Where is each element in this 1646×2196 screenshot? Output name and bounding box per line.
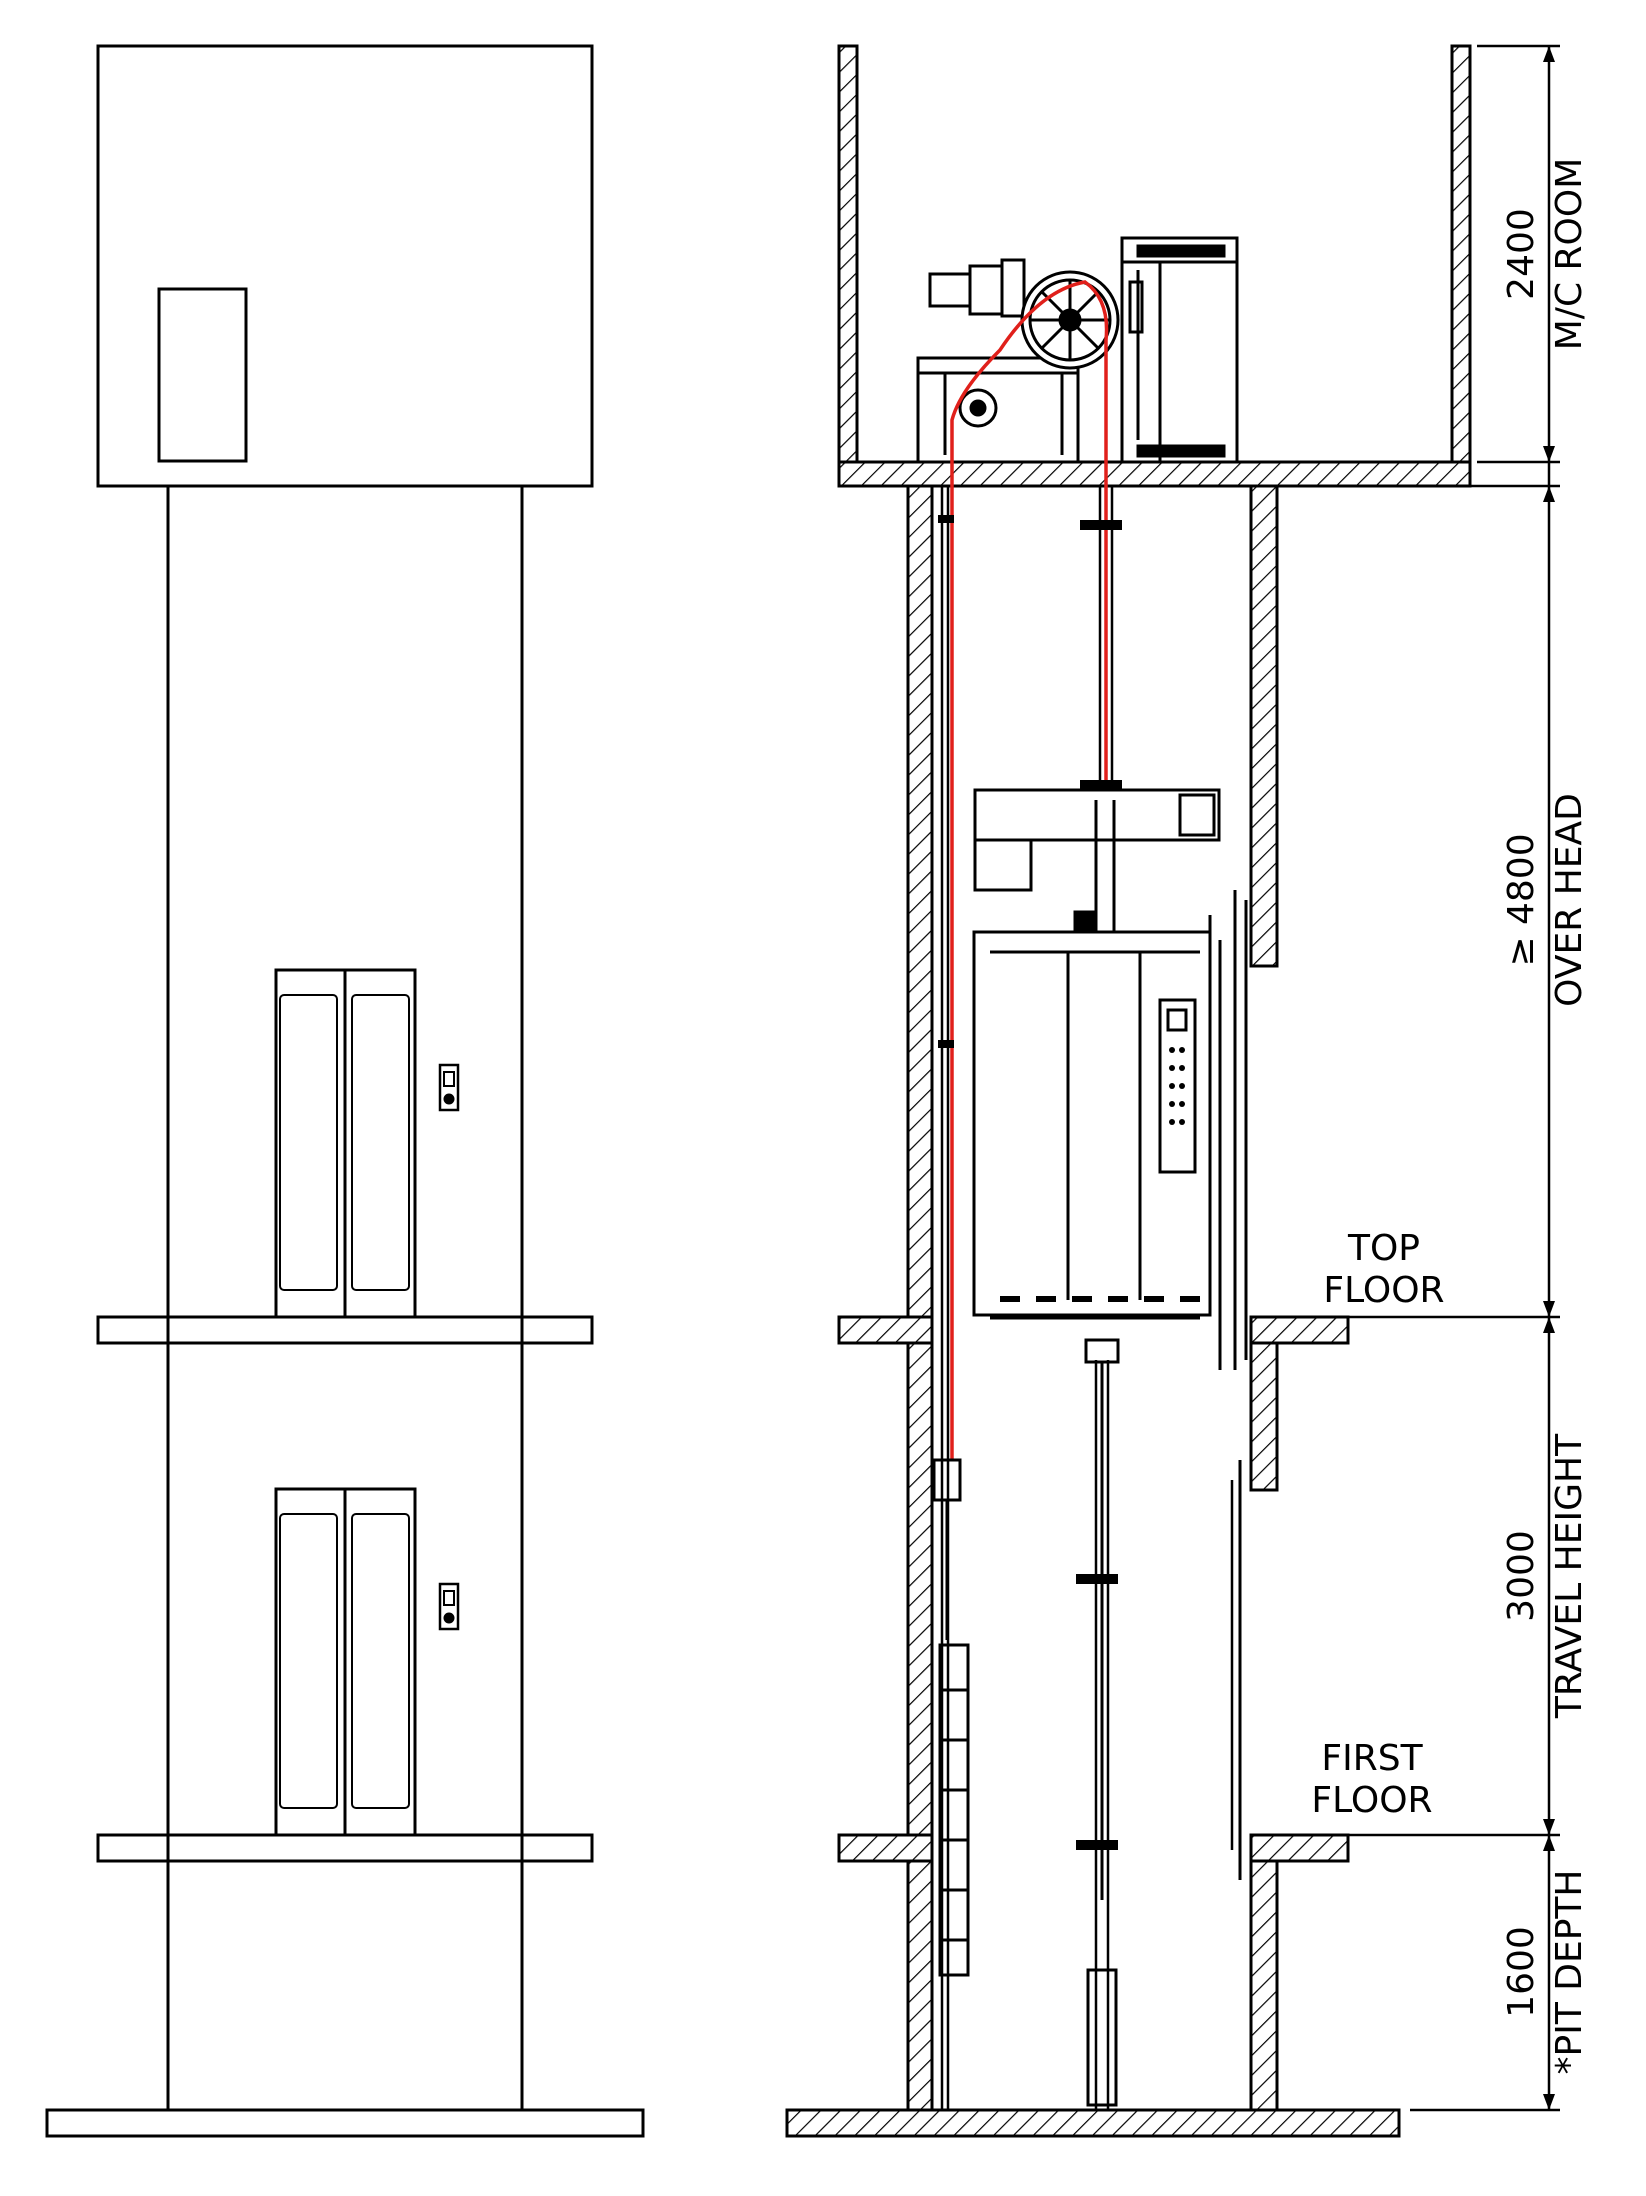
label-top-floor-line1: TOP <box>1347 1228 1420 1269</box>
dim-overhead-value: ≥ 4800 <box>1501 833 1542 966</box>
counterweight <box>932 1458 970 1977</box>
dim-overhead-label: OVER HEAD <box>1549 793 1590 1007</box>
car-sill-marks <box>1000 1296 1200 1302</box>
guide-rails <box>940 486 1242 2110</box>
car-buffer <box>1084 1338 1120 2107</box>
dim-machine-room: 2400 M/C ROOM <box>1501 158 1590 351</box>
elevator-car <box>972 915 1222 1370</box>
first-floor-slab <box>96 1833 594 1863</box>
label-first-floor-line1: FIRST <box>1321 1738 1423 1779</box>
dim-machine-room-label: M/C ROOM <box>1549 158 1590 351</box>
dim-pit-value: 1600 <box>1501 1926 1542 2018</box>
section-view <box>785 44 1472 2138</box>
ground-slab <box>45 2108 645 2138</box>
dim-travel-label: TRAVEL HEIGHT <box>1549 1433 1590 1719</box>
top-landing-door <box>274 968 417 1319</box>
first-landing-door <box>274 1487 417 1837</box>
dimension-lines <box>1277 44 1560 2112</box>
top-floor-slab <box>96 1315 594 1345</box>
dim-pit: 1600 *PIT DEPTH <box>1501 1870 1590 2075</box>
label-top-floor: TOP FLOOR <box>1323 1228 1444 1311</box>
rail-brackets <box>938 515 1122 1850</box>
dim-travel-value: 3000 <box>1501 1530 1542 1622</box>
exterior-elevation <box>45 44 645 2138</box>
machine-room-box <box>96 44 594 488</box>
car-buttons <box>1169 1047 1185 1125</box>
label-first-floor-line2: FLOOR <box>1311 1780 1432 1821</box>
sling-frame <box>973 788 1221 934</box>
dim-pit-label: *PIT DEPTH <box>1549 1870 1590 2075</box>
traction-machine <box>916 258 1120 464</box>
dim-machine-room-value: 2400 <box>1501 208 1542 300</box>
top-call-button <box>438 1063 460 1112</box>
label-first-floor: FIRST FLOOR <box>1311 1738 1432 1821</box>
first-call-button <box>438 1582 460 1631</box>
label-top-floor-line2: FLOOR <box>1323 1270 1444 1311</box>
dim-travel: 3000 TRAVEL HEIGHT <box>1501 1433 1590 1719</box>
hoist-ropes <box>950 280 1109 1460</box>
hatched-walls <box>785 44 1472 2138</box>
control-cabinet <box>1120 236 1239 464</box>
dim-overhead: ≥ 4800 OVER HEAD <box>1501 793 1590 1007</box>
machine-room-window <box>157 287 248 463</box>
landing-doors-section <box>1233 890 1248 1880</box>
